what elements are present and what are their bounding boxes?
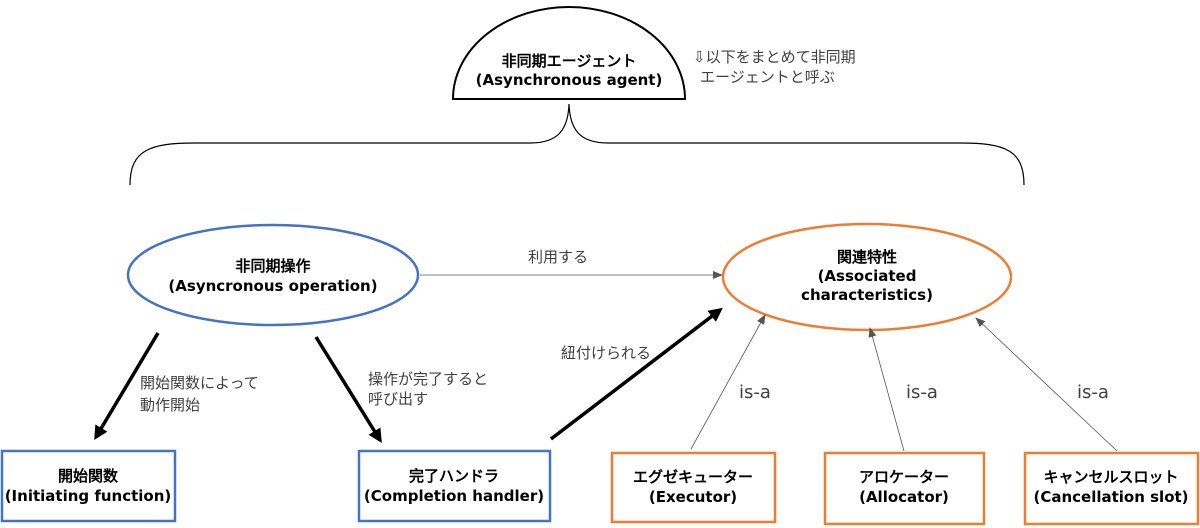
bound-label: 紐付けられる: [561, 344, 651, 362]
agent-note-line2: エージェントと呼ぶ: [700, 68, 835, 86]
cancellation-title: キャンセルスロット: [1043, 468, 1178, 486]
isa-executor-arrow: [690, 314, 766, 450]
agent-subtitle: (Asynchronous agent): [476, 71, 663, 89]
operation-node: [126, 223, 420, 327]
cancellation-subtitle: (Cancellation slot): [1033, 488, 1188, 506]
executor-node: [610, 451, 777, 524]
initiating-node: [0, 449, 177, 523]
isa-allocator-arrow: [868, 327, 905, 452]
associated-title: 関連特性: [837, 248, 897, 266]
operation-subtitle: (Asyncronous operation): [168, 277, 377, 295]
isa-executor-label: is-a: [739, 382, 771, 403]
start-arrow: [94, 332, 160, 441]
executor-title: エグゼキューター: [633, 468, 753, 486]
agent-note-line1: ⇩以下をまとめて非同期: [693, 48, 856, 66]
executor-subtitle: (Executor): [649, 488, 737, 506]
allocator-node: [823, 451, 986, 526]
completion-node: [357, 449, 552, 523]
completion-subtitle: (Completion handler): [364, 487, 544, 505]
initiating-title: 開始関数: [58, 467, 119, 485]
isa-cancellation-arrow: [975, 317, 1118, 452]
operation-title: 非同期操作: [235, 257, 310, 275]
completion-title: 完了ハンドラ: [409, 467, 499, 485]
agent-title: 非同期エージェント: [502, 52, 637, 70]
isa-allocator-label: is-a: [906, 382, 938, 403]
associated-subtitle1: (Associated: [818, 267, 917, 285]
call-label-line2: 呼び出す: [368, 390, 428, 408]
allocator-title: アロケーター: [859, 468, 949, 486]
associated-subtitle2: characteristics): [801, 286, 933, 304]
start-label-line2: 動作開始: [140, 396, 200, 414]
call-arrow: [314, 336, 382, 443]
initiating-subtitle: (Initiating function): [5, 487, 172, 505]
bound-arrow: [549, 307, 723, 441]
cancellation-node: [1023, 451, 1200, 526]
uses-label: 利用する: [528, 248, 588, 266]
allocator-subtitle: (Allocator): [859, 488, 949, 506]
grouping-brace: [129, 103, 1025, 186]
isa-cancellation-label: is-a: [1077, 382, 1109, 403]
call-label-line1: 操作が完了すると: [368, 370, 488, 388]
start-label-line1: 開始関数によって: [140, 374, 259, 392]
associated-node: [721, 222, 1013, 332]
agent-shape: [451, 6, 687, 100]
